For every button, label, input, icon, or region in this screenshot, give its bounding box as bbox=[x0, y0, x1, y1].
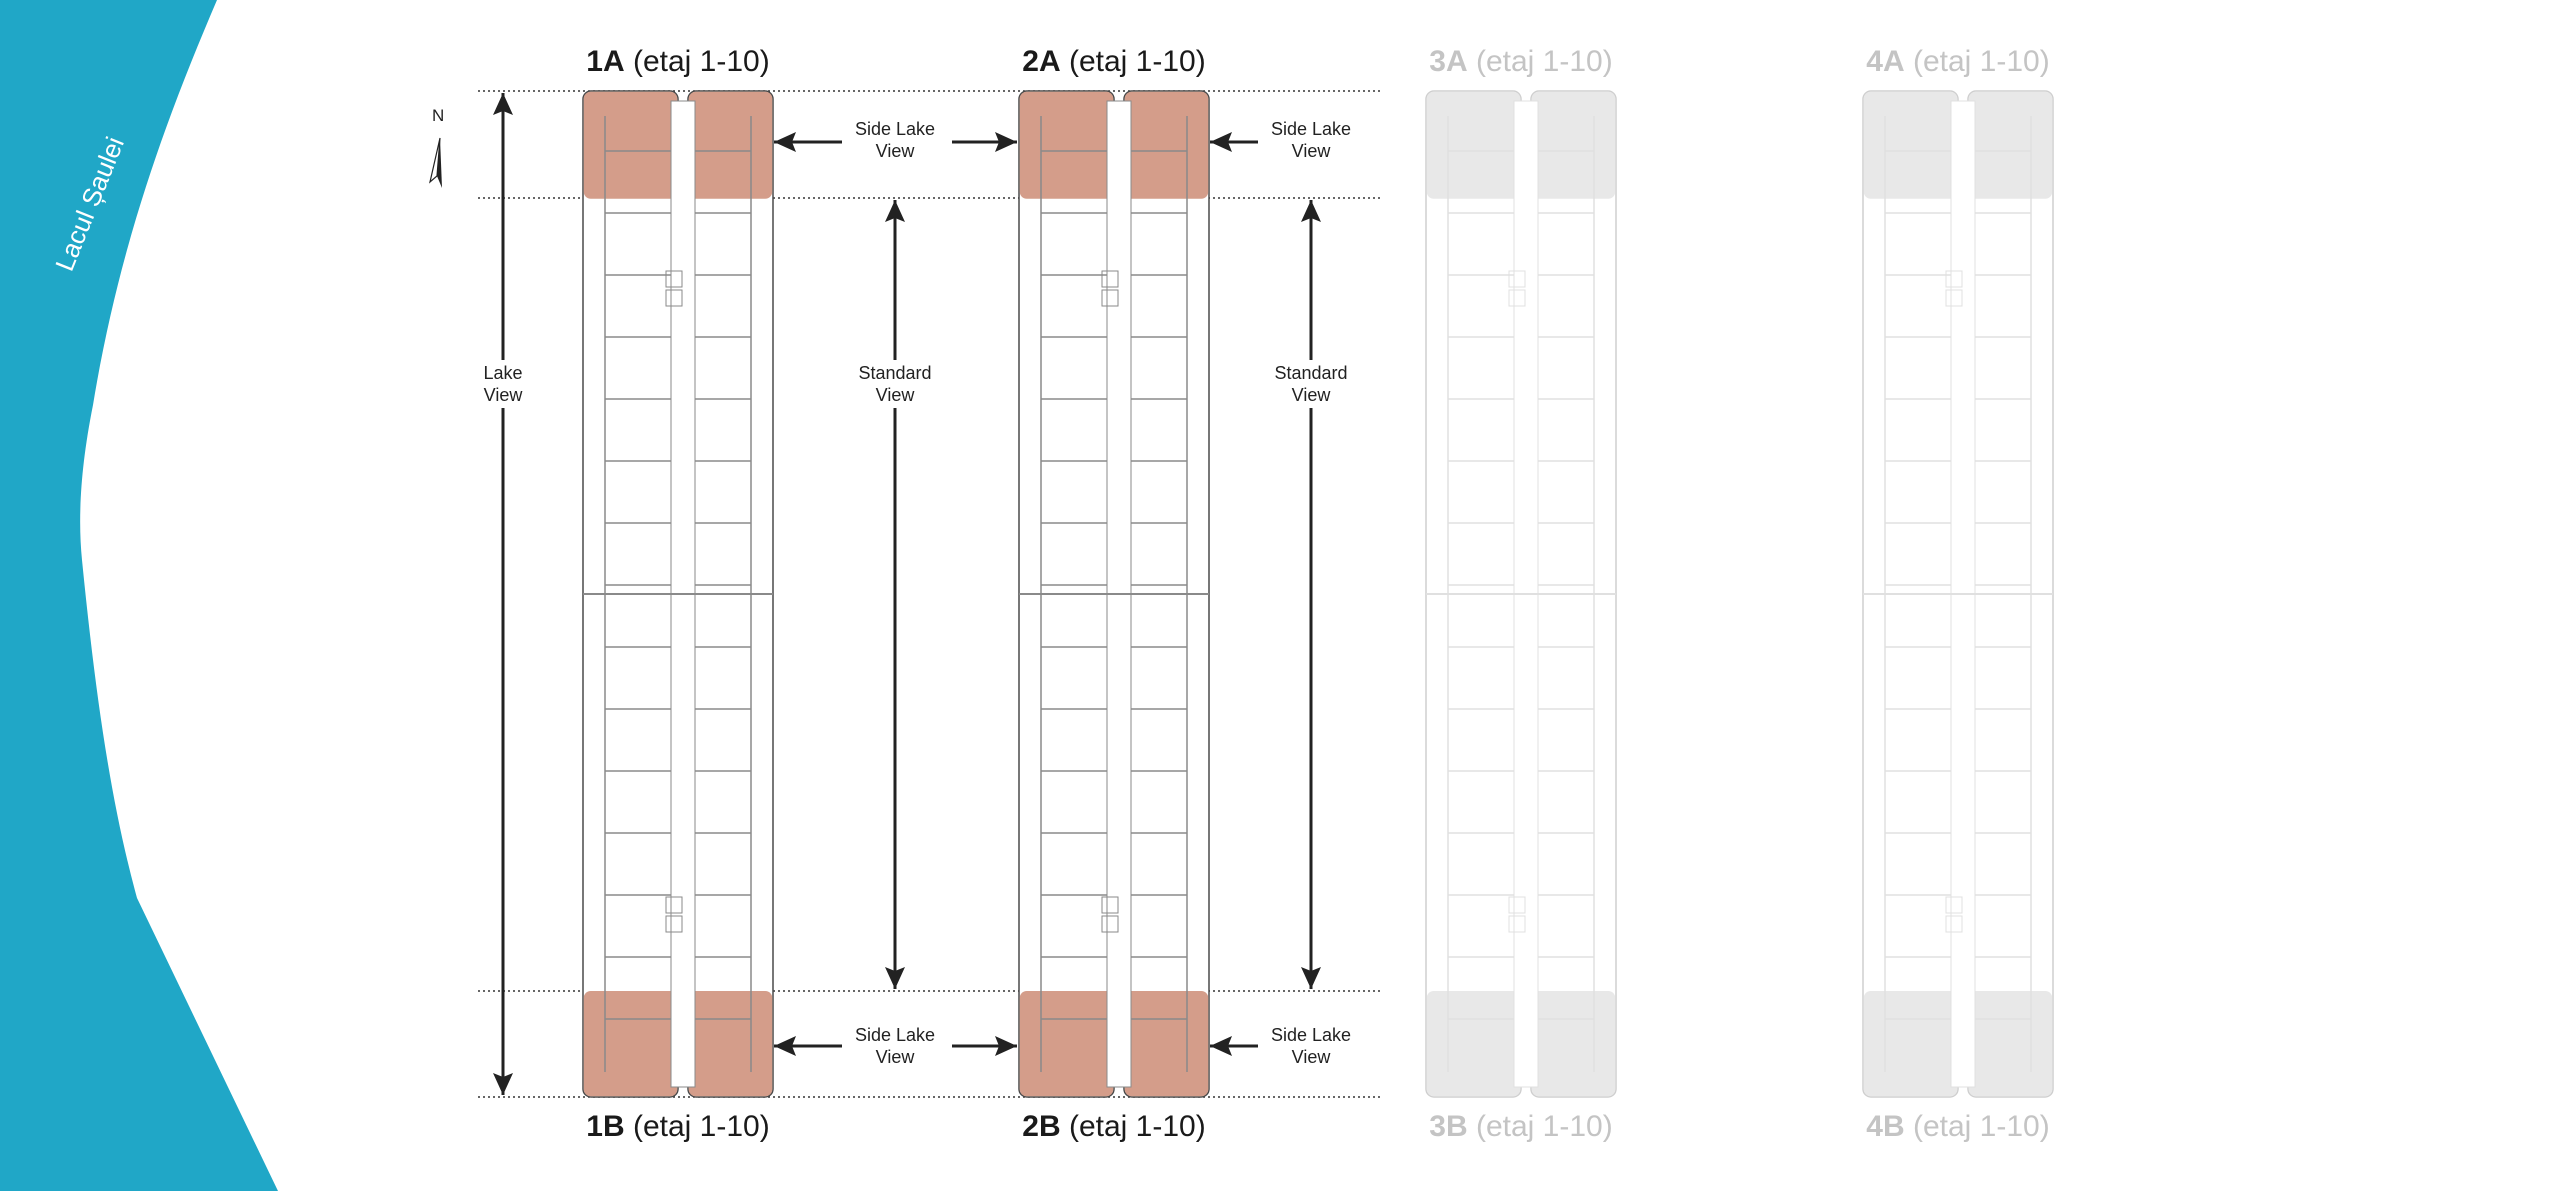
side-lake-arrow-left-icon bbox=[774, 132, 842, 152]
floors-range: (etaj 1-10) bbox=[1912, 45, 2050, 78]
building-code: 3B bbox=[1429, 1110, 1468, 1143]
floors-range: (etaj 1-10) bbox=[1475, 1110, 1613, 1143]
building-code: 2A bbox=[1022, 45, 1061, 78]
highlight-zone bbox=[688, 91, 773, 199]
building-title-4a: 4A (etaj 1-10) bbox=[1866, 45, 2049, 79]
side-lake-arrow-left-icon bbox=[774, 1036, 842, 1056]
highlight-zone bbox=[583, 991, 678, 1097]
label-line: View bbox=[875, 141, 915, 161]
building-code: 4A bbox=[1866, 45, 1905, 78]
label-line: Side Lake bbox=[1270, 119, 1352, 139]
label-line: View bbox=[1291, 385, 1331, 405]
standard-view-2-down-arrow-icon bbox=[1301, 594, 1321, 989]
highlight-zone bbox=[1426, 991, 1521, 1097]
building-3-plan bbox=[1425, 90, 1617, 1098]
floors-range: (etaj 1-10) bbox=[1068, 45, 1206, 78]
label-line: View bbox=[483, 385, 523, 405]
buildings-layer bbox=[582, 90, 2054, 1098]
north-arrow-icon bbox=[429, 137, 442, 188]
highlight-zone bbox=[1124, 91, 1209, 199]
standard-view-1-down-arrow-icon bbox=[885, 594, 905, 989]
highlight-zone bbox=[583, 91, 678, 199]
highlight-zone bbox=[1863, 991, 1958, 1097]
building-2-plan bbox=[1018, 90, 1210, 1098]
building-code: 2B bbox=[1022, 1110, 1061, 1143]
building-title-2b: 2B (etaj 1-10) bbox=[1022, 1110, 1205, 1144]
label-line: Standard bbox=[858, 363, 932, 383]
building-title-2a: 2A (etaj 1-10) bbox=[1022, 45, 1205, 79]
highlight-zone bbox=[1531, 991, 1616, 1097]
building-title-1b: 1B (etaj 1-10) bbox=[586, 1110, 769, 1144]
side-lake-arrow-left-icon bbox=[1210, 132, 1258, 152]
label-line: Side Lake bbox=[854, 119, 936, 139]
highlight-zone bbox=[1968, 991, 2053, 1097]
highlight-zone bbox=[1124, 991, 1209, 1097]
side-lake-arrow-left-icon bbox=[1210, 1036, 1258, 1056]
building-title-4b: 4B (etaj 1-10) bbox=[1866, 1110, 2049, 1144]
highlight-zone bbox=[1019, 991, 1114, 1097]
lake-view-up-arrow-icon bbox=[493, 93, 513, 594]
floors-range: (etaj 1-10) bbox=[1912, 1110, 2050, 1143]
label-line: View bbox=[875, 1047, 915, 1067]
highlight-zone bbox=[1531, 91, 1616, 199]
building-title-1a: 1A (etaj 1-10) bbox=[586, 45, 769, 79]
floors-range: (etaj 1-10) bbox=[1068, 1110, 1206, 1143]
highlight-zone bbox=[1019, 91, 1114, 199]
building-1-plan bbox=[582, 90, 774, 1098]
north-label: N bbox=[432, 106, 445, 125]
building-code: 4B bbox=[1866, 1110, 1905, 1143]
side-lake-arrow-right-icon bbox=[952, 132, 1017, 152]
building-title-3a: 3A (etaj 1-10) bbox=[1429, 45, 1612, 79]
floors-range: (etaj 1-10) bbox=[632, 45, 770, 78]
highlight-zone bbox=[688, 991, 773, 1097]
label-line: Lake bbox=[483, 363, 523, 383]
label-line: View bbox=[875, 385, 915, 405]
building-code: 3A bbox=[1429, 45, 1468, 78]
highlight-zone bbox=[1863, 91, 1958, 199]
arrows-layer bbox=[493, 93, 1321, 1095]
label-line: Standard bbox=[1274, 363, 1348, 383]
floors-range: (etaj 1-10) bbox=[632, 1110, 770, 1143]
label-line: Side Lake bbox=[854, 1025, 936, 1045]
side-lake-arrow-right-icon bbox=[952, 1036, 1017, 1056]
label-line: Side Lake bbox=[1270, 1025, 1352, 1045]
floors-range: (etaj 1-10) bbox=[1475, 45, 1613, 78]
building-code: 1A bbox=[586, 45, 625, 78]
lake-view-down-arrow-icon bbox=[493, 594, 513, 1095]
label-line: View bbox=[1291, 141, 1331, 161]
building-4-plan bbox=[1862, 90, 2054, 1098]
lake-shape bbox=[0, 0, 278, 1191]
building-title-3b: 3B (etaj 1-10) bbox=[1429, 1110, 1612, 1144]
highlight-zone bbox=[1426, 91, 1521, 199]
highlight-zone bbox=[1968, 91, 2053, 199]
label-line: View bbox=[1291, 1047, 1331, 1067]
building-code: 1B bbox=[586, 1110, 625, 1143]
